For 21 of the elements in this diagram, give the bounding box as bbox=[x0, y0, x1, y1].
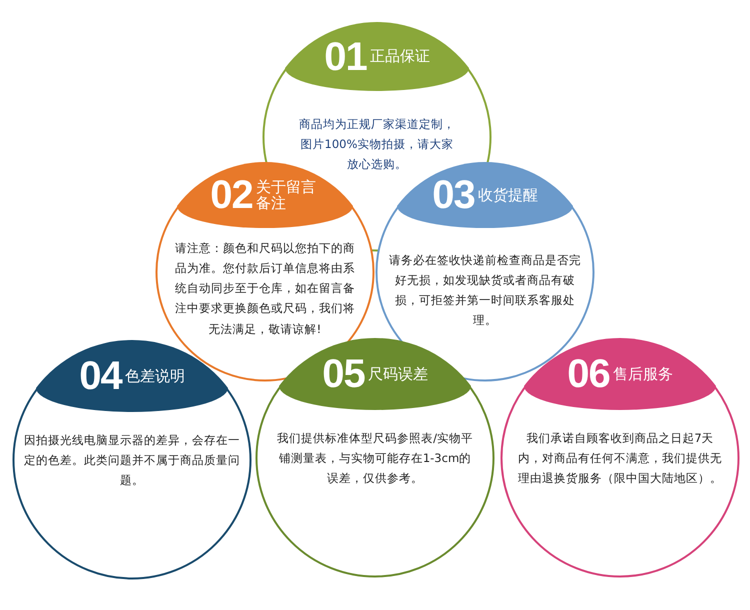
body-text: 我们承诺自顾客收到商品之日起7天内，对商品有任何不满意，我们提供无理由退换货服务（限中国大陆地区）。 bbox=[518, 430, 722, 488]
body-text: 商品均为正规厂家渠道定制，图片100%实物拍摄，请大家放心选购。 bbox=[298, 116, 456, 174]
number-label: 04 bbox=[79, 356, 122, 396]
info-circle bbox=[12, 340, 252, 580]
circle-heading: 正品保证 bbox=[370, 48, 430, 65]
number-label: 05 bbox=[322, 354, 365, 394]
body-text: 请注意：颜色和尺码以您拍下的商品为准。您付款后订单信息将由系统自动同步至于仓库，如在留言备注中要求更换颜色或尺码，我们将无法满足，敬请谅解! bbox=[174, 240, 356, 338]
number-label: 02 bbox=[210, 175, 253, 215]
circle-heading: 收货提醒 bbox=[478, 186, 538, 204]
body-text: 请务必在签收快递前检查商品是否完好无损，如发现缺货或者商品有破损，可拒签并第一时间联系客服处理。 bbox=[388, 252, 582, 330]
circle-heading: 售后服务 bbox=[612, 366, 673, 382]
circle-heading: 色差说明 bbox=[124, 368, 185, 384]
info-circle bbox=[255, 338, 495, 578]
number-label: 01 bbox=[324, 36, 367, 76]
body-text: 因拍摄光线电脑显示器的差异，会存在一定的色差。此类问题并不属于商品质量问题。 bbox=[22, 432, 241, 490]
number-label: 03 bbox=[432, 175, 475, 215]
info-circle bbox=[500, 338, 740, 578]
circle-heading: 关于留言备注 bbox=[256, 178, 317, 212]
body-text: 我们提供标准体型尺码参照表/实物平铺测量表，与实物可能存在1-3cm的误差，仅供参考。 bbox=[276, 430, 474, 488]
circle-heading: 尺码误差 bbox=[368, 366, 428, 382]
number-label: 06 bbox=[567, 354, 610, 394]
